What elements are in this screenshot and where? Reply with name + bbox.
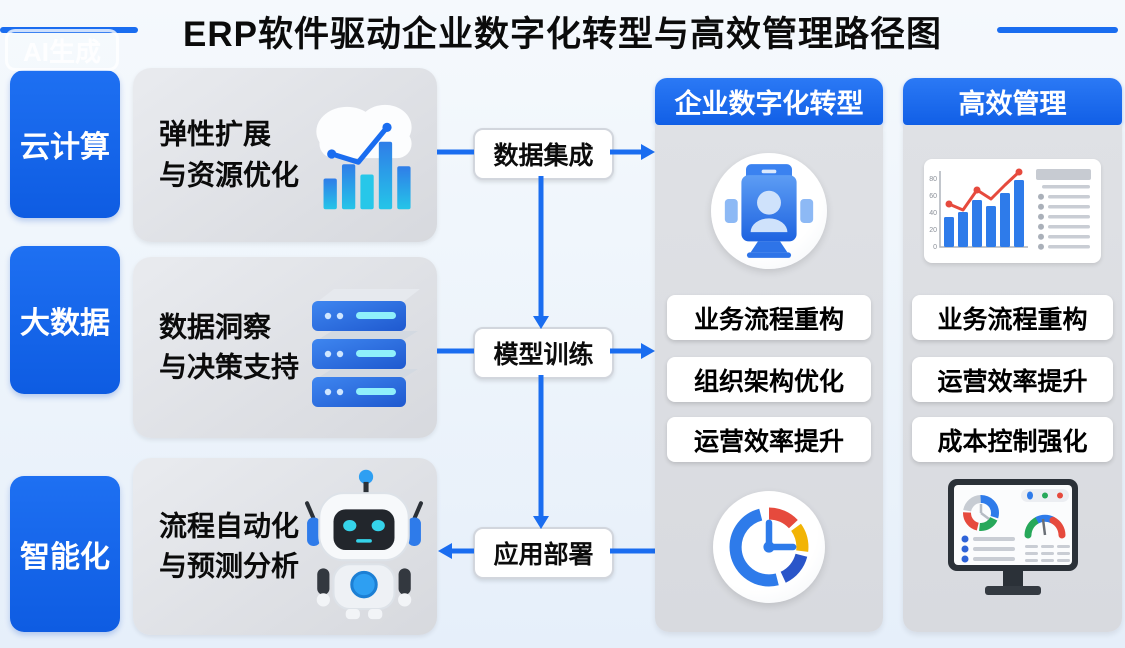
benefit-item: 组织架构优化	[667, 357, 871, 402]
benefit-item: 成本控制强化	[912, 417, 1113, 462]
feature-text: 数据洞察 与决策支持	[159, 310, 300, 383]
benefit-item: 运营效率提升	[667, 417, 871, 462]
sidebar-item-cloud-computing: 云计算	[10, 70, 120, 218]
feature-text: 流程自动化 与预测分析	[159, 509, 300, 582]
feature-box-process-automation: 流程自动化 与预测分析	[133, 458, 437, 635]
svg-text:60: 60	[929, 193, 937, 200]
digital-terminal-badge	[711, 153, 827, 269]
sidebar-label: 云计算	[20, 131, 110, 164]
column-header-digital-transformation: 企业数字化转型	[655, 78, 883, 125]
robot-icon	[305, 469, 423, 620]
flow-step-model-training: 模型训练	[473, 327, 614, 379]
server-stack-icon	[312, 289, 420, 407]
bar-line-chart-icon: 80 60 40 20 0	[929, 168, 1091, 251]
svg-text:0: 0	[933, 244, 937, 251]
bar-line-chart-card: 80 60 40 20 0	[924, 159, 1101, 263]
page-title: ERP软件驱动企业数字化转型与高效管理路径图	[183, 15, 942, 54]
sidebar-item-intelligence: 智能化	[10, 476, 120, 632]
sidebar-label: 智能化	[20, 541, 110, 574]
flow-step-app-deployment: 应用部署	[473, 527, 614, 579]
sidebar-item-big-data: 大数据	[10, 246, 120, 394]
dashboard-monitor-icon	[948, 479, 1078, 595]
column-header-efficient-management: 高效管理	[903, 78, 1122, 125]
benefit-item: 业务流程重构	[667, 295, 871, 340]
feature-text: 弹性扩展 与资源优化	[159, 118, 300, 190]
column-panel-digital-transformation: 业务流程重构 组织架构优化 运营效率提升	[655, 125, 883, 632]
svg-text:20: 20	[929, 227, 937, 234]
sidebar-label: 大数据	[20, 307, 110, 340]
flow-step-data-integration: 数据集成	[473, 128, 614, 180]
feature-box-elastic-scaling: 弹性扩展 与资源优化	[133, 68, 437, 242]
svg-text:80: 80	[929, 176, 937, 183]
feature-box-data-insight: 数据洞察 与决策支持	[133, 257, 437, 438]
benefit-item: 运营效率提升	[912, 357, 1113, 402]
digital-terminal-icon	[724, 164, 814, 258]
clock-ring-icon	[729, 507, 809, 587]
cloud-bar-chart-icon	[316, 104, 412, 210]
ai-generated-watermark: AI生成	[5, 29, 119, 71]
clock-ring-badge	[713, 491, 825, 603]
title-right-dash	[997, 27, 1118, 33]
column-panel-efficient-management: 80 60 40 20 0	[903, 125, 1122, 632]
svg-text:40: 40	[929, 210, 937, 217]
benefit-item: 业务流程重构	[912, 295, 1113, 340]
